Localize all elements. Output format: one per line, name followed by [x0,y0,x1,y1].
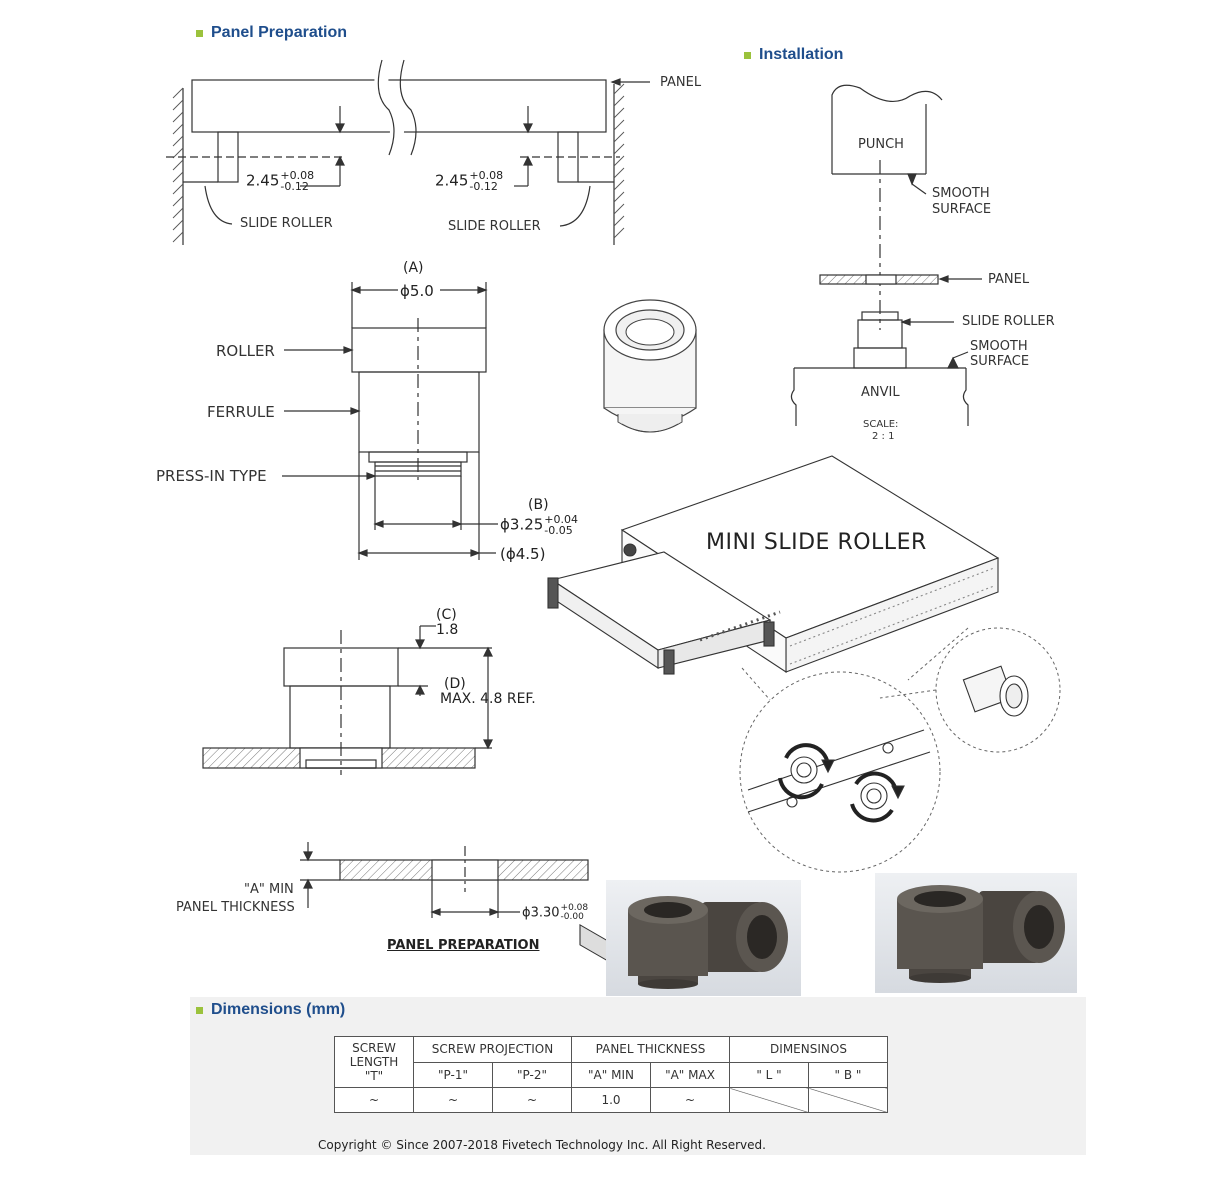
section-title-text: Panel Preparation [211,24,348,41]
server-chassis-illustration [547,455,1000,967]
anvil-label: ANVIL [861,385,900,400]
scale-label: SCALE: [863,419,899,430]
roller-photo-icon [628,896,788,989]
roller-label: ROLLER [216,342,275,360]
tolerance-minus: -0.05 [544,524,573,537]
smooth-label: SMOOTH [932,186,990,201]
zoom-callouts [739,627,1061,873]
roller-3d-icon [603,299,697,433]
bullet-icon [196,1006,203,1014]
slide-roller-label-right: SLIDE ROLLER [448,219,541,234]
subheader-l: " L " [729,1061,809,1088]
punch-label: PUNCH [858,137,904,152]
smooth-label: SMOOTH [970,339,1028,354]
subheader-p2: "P-2" [492,1061,572,1088]
dimension-value: ϕ3.25 [500,515,544,534]
panel-drawing [166,58,650,245]
dimensions-table: SCREW LENGTH "T" SCREW PROJECTION PANEL … [334,1036,888,1113]
subheader-a-min: "A" MIN [571,1061,651,1088]
table-cell: ~ [413,1087,493,1113]
panel-thickness-label: PANEL THICKNESS [176,900,295,915]
bullet-icon [196,29,203,37]
product-photo-2 [875,873,1077,993]
header-screw-projection: SCREW PROJECTION [413,1036,572,1063]
tolerance-plus: +0.08 [280,169,315,182]
surface-label: SURFACE [970,354,1030,369]
section-title-dimensions: Dimensions (mm) [196,1001,345,1019]
section-title-text: Dimensions (mm) [211,1001,346,1018]
section-title-installation: Installation [744,46,843,64]
dimension-b-label: (B) [528,497,549,513]
roller-photo-icon [897,885,1065,983]
section-title-text: Installation [759,46,844,63]
dimension-2-45-left: 2.45+0.08-0.12 [246,170,314,192]
dimension-outer-diameter: (ϕ4.5) [500,545,546,563]
tolerance-plus: +0.08 [560,903,589,913]
dimension-value: 2.45 [246,171,280,190]
dimension-a-value: ϕ5.0 [400,282,434,300]
dimension-value: ϕ3.30 [522,905,560,921]
panel-label: PANEL [660,75,702,90]
table-cell: ~ [334,1087,414,1113]
zoom-detail [747,665,1029,823]
copyright-text: Copyright © Since 2007-2018 Fivetech Tec… [318,1138,766,1152]
a-min-label: "A" MIN [244,882,294,897]
surface-label: SURFACE [932,202,992,217]
table-cell-empty [729,1087,809,1113]
install-panel-label: PANEL [988,272,1030,287]
tolerance-plus: +0.08 [469,169,504,182]
dimension-d-value: MAX. 4.8 REF. [440,691,536,707]
tolerance-plus: +0.04 [544,513,579,526]
slide-roller-label-left: SLIDE ROLLER [240,216,333,231]
mini-slide-roller-title: MINI SLIDE ROLLER [706,530,927,555]
dimension-c-value: 1.8 [436,622,459,638]
panel-prep-drawing [300,842,589,918]
bullet-icon [744,51,751,59]
header-panel-thickness: PANEL THICKNESS [571,1036,730,1063]
installation-drawing [790,84,982,426]
dimension-b: ϕ3.25+0.04-0.05 [500,514,578,536]
dimension-2-45-right: 2.45+0.08-0.12 [435,170,503,192]
tolerance-minus: -0.00 [560,912,584,922]
product-photo-1 [606,880,801,996]
subheader-p1: "P-1" [413,1061,493,1088]
header-dimensions: DIMENSINOS [729,1036,888,1063]
press-in-type-label: PRESS-IN TYPE [156,467,267,485]
panel-preparation-caption: PANEL PREPARATION [387,938,540,953]
installed-drawing [202,625,493,775]
table-cell: ~ [492,1087,572,1113]
dimension-d-label: (D) [444,676,466,692]
subheader-a-max: "A" MAX [650,1061,730,1088]
dimension-a-label: (A) [403,260,424,276]
header-screw-length: SCREW LENGTH "T" [334,1036,414,1088]
dimension-c-label: (C) [436,607,457,623]
tolerance-minus: -0.12 [280,180,309,193]
ferrule-label: FERRULE [207,403,275,421]
table-header-row: SCREW LENGTH "T" SCREW PROJECTION PANEL … [334,1036,888,1088]
section-title-panel-preparation: Panel Preparation [196,24,347,42]
part-drawing [282,282,498,560]
dimension-hole: ϕ3.30+0.08-0.00 [522,904,588,922]
subheader-b: " B " [808,1061,888,1088]
table-cell-empty [808,1087,888,1113]
table-row: ~ ~ ~ 1.0 ~ [334,1087,888,1113]
header-text: SCREW LENGTH [349,1041,399,1069]
scale-value: 2 : 1 [872,431,895,442]
table-cell: ~ [650,1087,730,1113]
dimension-value: 2.45 [435,171,469,190]
tolerance-minus: -0.12 [469,180,498,193]
table-subheader-row: "P-1" "P-2" "A" MIN "A" MAX " L " " B " [335,1061,888,1088]
header-text: "T" [364,1069,384,1083]
table-cell: 1.0 [571,1087,651,1113]
install-slide-roller-label: SLIDE ROLLER [962,314,1055,329]
